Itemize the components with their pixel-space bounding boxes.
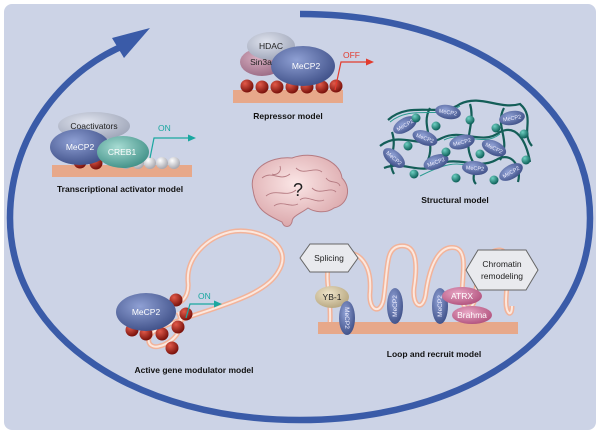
svg-text:MeCP2: MeCP2: [503, 114, 522, 123]
repressor-mecp2-label: MeCP2: [292, 61, 321, 71]
loop-mecp2-label-2: MeCP2: [392, 295, 399, 317]
svg-text:MeCP2: MeCP2: [415, 133, 434, 145]
modulator-mecp2-protein: [116, 293, 176, 331]
activator-dna-bar: [52, 165, 192, 177]
svg-text:MeCP2: MeCP2: [438, 108, 457, 117]
modulator-caption: Active gene modulator model: [134, 365, 253, 375]
structural-caption: Structural model: [421, 195, 489, 205]
modulator-on-arrow-line: [185, 303, 216, 319]
off-arrowhead-icon: [366, 58, 374, 66]
sin3a-label: Sin3a: [250, 57, 272, 67]
cycle-arrowhead-icon: [112, 28, 150, 58]
off-arrow-line: [334, 61, 368, 91]
atrx-label: ATRX: [451, 291, 473, 301]
svg-text:MeCP2: MeCP2: [453, 138, 472, 149]
yb1-protein: [315, 286, 349, 308]
hdac-label: HDAC: [259, 41, 283, 51]
chromatin-remodeling-label-line2: remodeling: [481, 271, 523, 281]
structural-mecp2-blobs: [383, 104, 525, 181]
repressor-model: HDAC Sin3a MeCP2 OFF Repressor model: [233, 32, 374, 121]
creb1-protein: [97, 136, 149, 168]
modulator-mecp2-label: MeCP2: [132, 307, 161, 317]
splicing-label: Splicing: [314, 253, 344, 263]
activator-on-arrowhead-icon: [188, 134, 196, 142]
activator-model: Coactivators MeCP2 CREB1 ON Transcriptio…: [50, 112, 196, 194]
cycle-arrow: [6, 10, 594, 424]
svg-text:MeCP2: MeCP2: [427, 157, 446, 169]
structural-nucleosomes: [403, 113, 531, 185]
repressor-caption: Repressor model: [253, 111, 322, 121]
brain-question-mark: ?: [293, 180, 303, 200]
modulator-on-arrowhead-icon: [214, 300, 222, 308]
repressor-mecp2-protein: [271, 46, 335, 86]
structural-model: MeCP2 MeCP2 MeCP2 MeCP2 MeCP2 MeCP2 MeCP…: [379, 99, 533, 205]
loop-recruit-caption: Loop and recruit model: [387, 349, 481, 359]
brahma-label: Brahma: [457, 310, 487, 320]
atrx-protein: [442, 287, 482, 305]
activator-on-arrow-line: [149, 137, 190, 159]
chromatin-remodeling-hexagon: [465, 249, 539, 291]
loop-recruit-model: Splicing Chromatin remodeling YB-1 MeCP2…: [299, 243, 539, 359]
loop-mecp2-label-3: MeCP2: [437, 295, 444, 317]
off-label: OFF: [343, 50, 360, 60]
splicing-hexagon: [299, 243, 359, 273]
creb1-label: CREB1: [108, 147, 137, 157]
modulator-on-label: ON: [198, 291, 211, 301]
activator-mecp2-label: MeCP2: [66, 142, 95, 152]
loop-dna-bar: [318, 322, 518, 334]
modulator-model: MeCP2 ON Active gene modulator model: [116, 228, 285, 375]
yb1-label: YB-1: [323, 292, 342, 302]
activator-caption: Transcriptional activator model: [57, 184, 183, 194]
loop-mecp2-protein-2: [387, 288, 403, 324]
modulator-dna-loop-inner: [147, 229, 284, 348]
loop-mecp2-protein-1: [339, 301, 355, 335]
chromatin-remodeling-label-line1: Chromatin: [482, 259, 521, 269]
coactivators-label: Coactivators: [70, 121, 117, 131]
loop-mecp2-label-1: MeCP2: [343, 307, 350, 329]
activator-mecp2-protein: [50, 129, 110, 165]
brain-icon: ?: [251, 154, 349, 227]
activator-on-label: ON: [158, 123, 171, 133]
svg-text:MeCP2: MeCP2: [466, 165, 485, 173]
brahma-protein: [452, 306, 492, 324]
